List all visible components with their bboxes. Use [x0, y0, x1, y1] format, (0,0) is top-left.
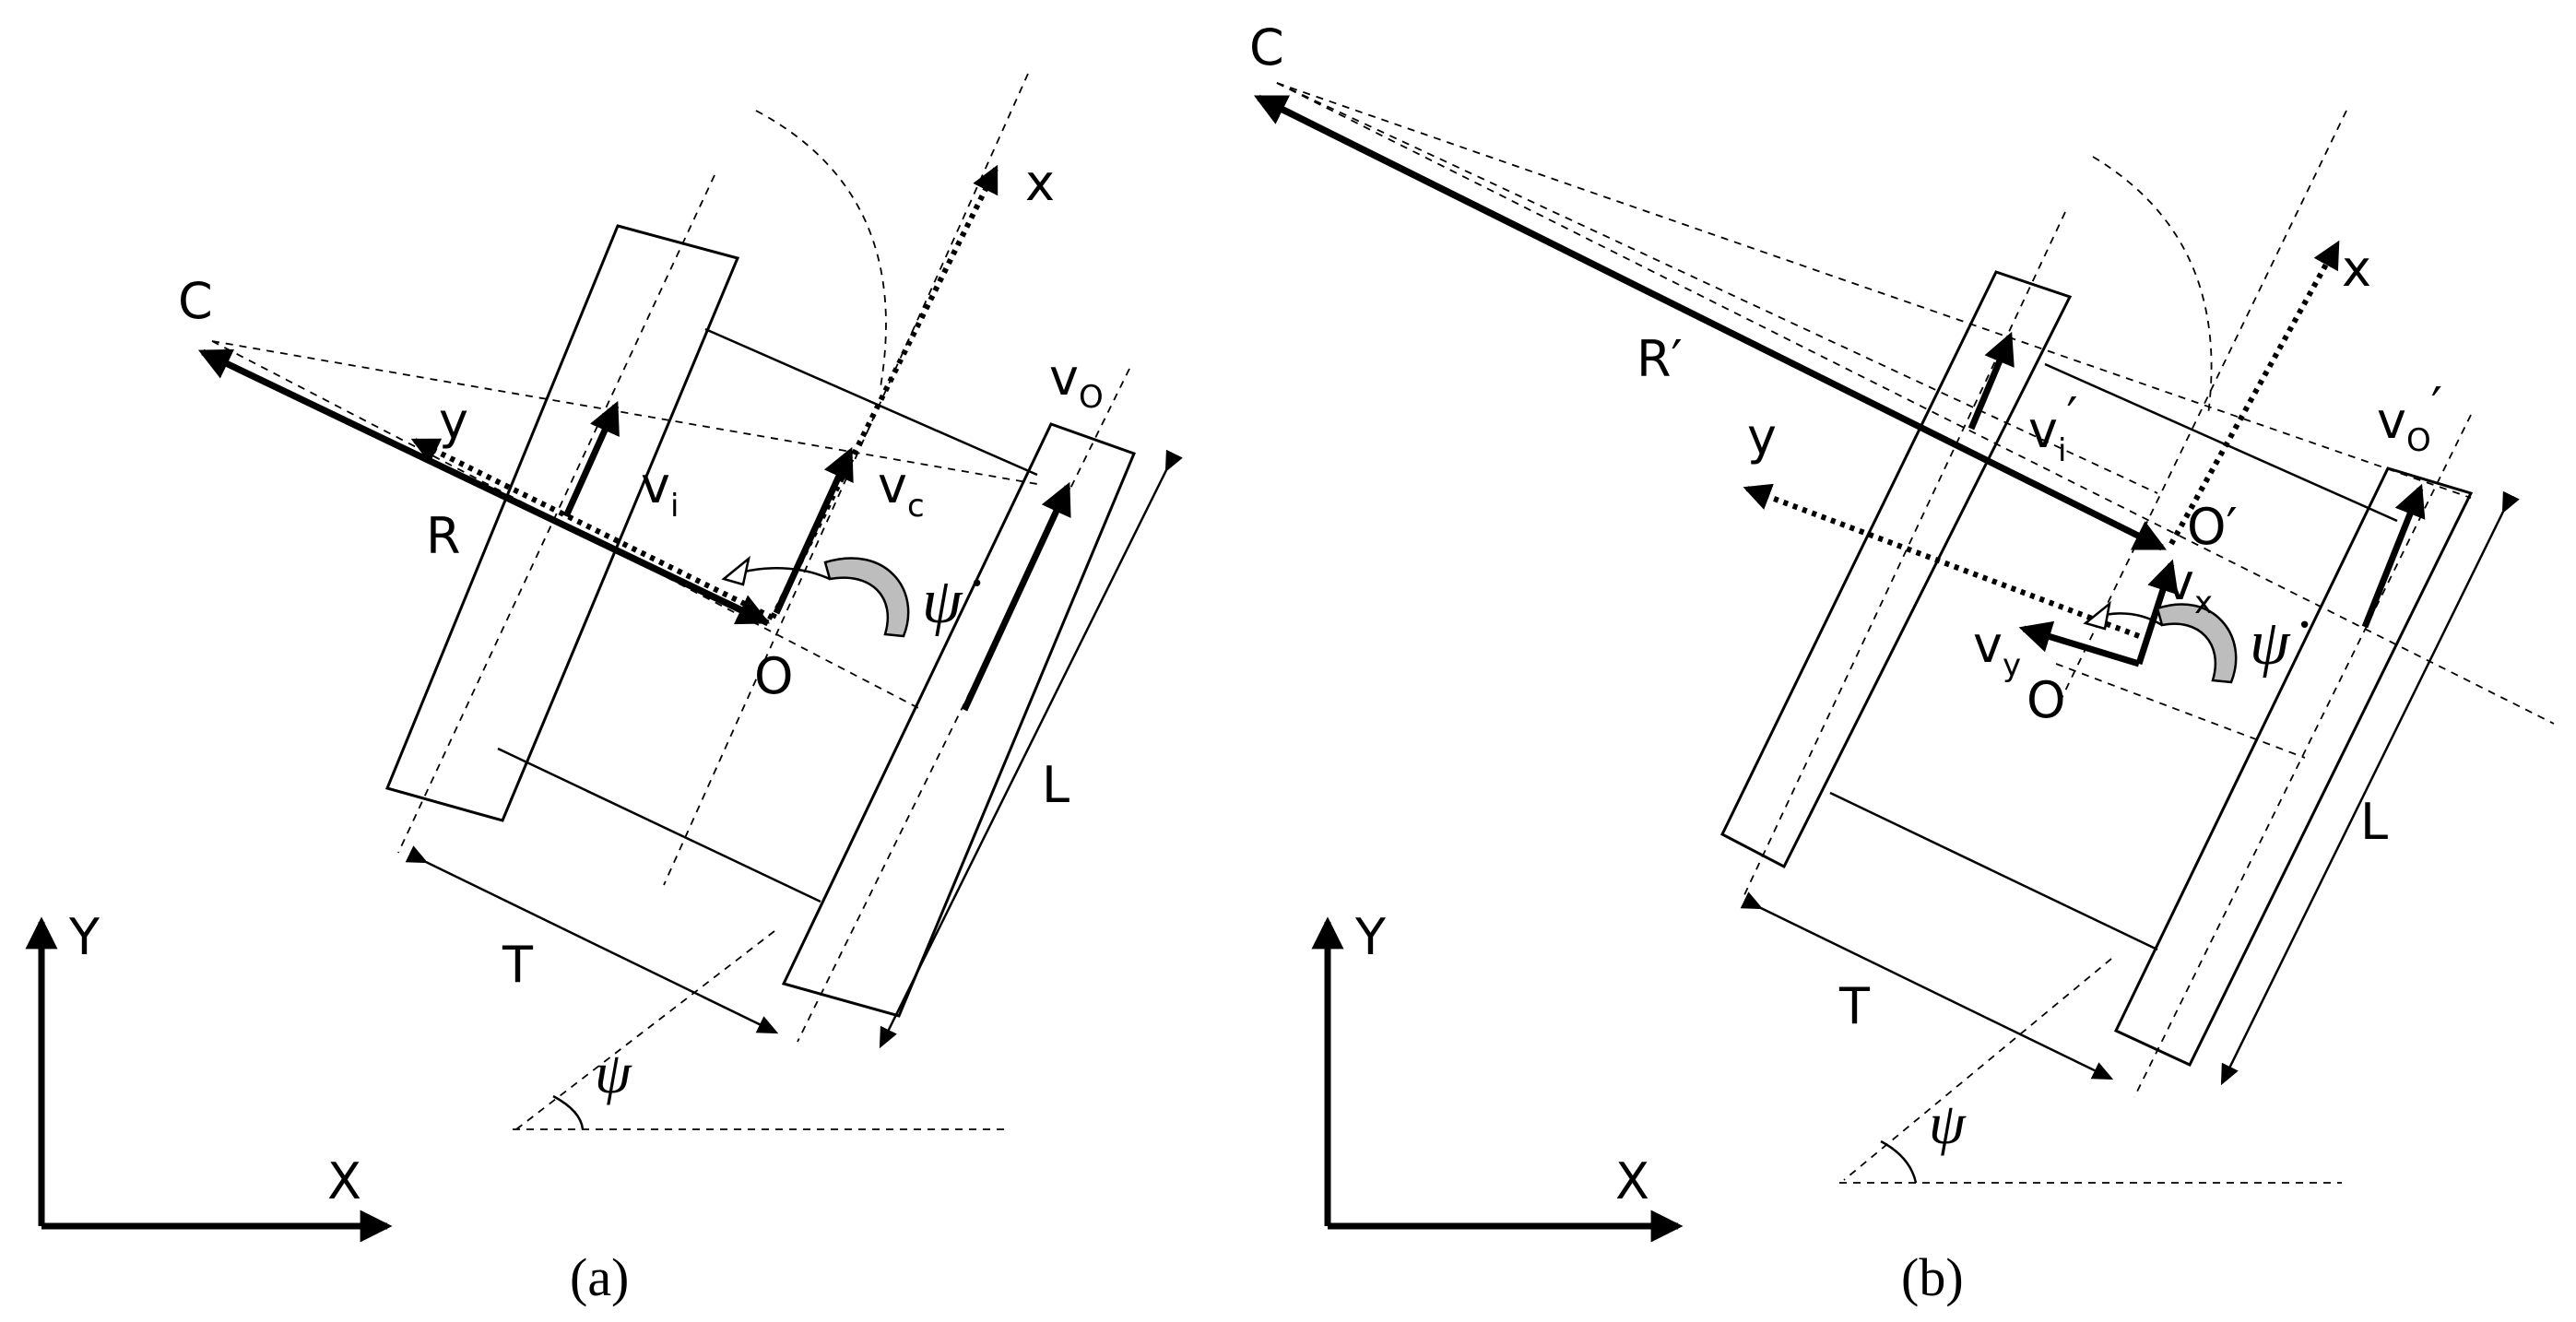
world-x-label: X — [327, 1152, 361, 1210]
body-velocity-y-arrow — [2018, 620, 2141, 667]
dimension-L — [879, 449, 1183, 1049]
label-y: y — [439, 392, 468, 450]
caption-b: (b) — [1901, 1247, 1964, 1307]
label-v-o: vO — [1049, 348, 1104, 416]
psi-angle-arc — [552, 1094, 585, 1130]
body-rear-edge — [497, 747, 821, 903]
label-T: T — [1838, 977, 1871, 1035]
dimension-T — [1740, 891, 2114, 1080]
center-velocity-arrow — [773, 446, 854, 615]
radius-vector-R-head — [201, 348, 771, 625]
body-x-axis — [2168, 240, 2340, 546]
label-psi: ψ — [1929, 1091, 1967, 1156]
label-O: O — [754, 647, 794, 705]
label-v-c: vc — [878, 456, 925, 525]
panel-a: Y X — [25, 73, 1183, 1307]
label-x: x — [1025, 154, 1055, 212]
radius-vector-R-prime-head — [1253, 94, 2164, 551]
yaw-rate-arrow — [721, 555, 910, 638]
label-C: C — [1249, 18, 1284, 77]
inner-track-velocity-arrow — [1967, 331, 2015, 431]
label-y: y — [1747, 407, 1777, 466]
dimension-T — [405, 845, 779, 1034]
body-velocity-x-arrow — [2135, 559, 2179, 666]
inner-track-velocity-arrow — [562, 400, 620, 518]
label-R: R — [426, 507, 461, 565]
label-C: C — [178, 272, 213, 330]
label-v-o-prime: vO′ — [2377, 377, 2442, 459]
body-front-edge — [704, 327, 1038, 477]
body-y-axis — [1743, 483, 2141, 639]
yaw-rate-arrow — [2083, 600, 2238, 684]
world-y-label: Y — [68, 908, 100, 966]
label-psi: ψ — [595, 1040, 632, 1105]
panel-b: Y X — [1249, 18, 2555, 1307]
label-T: T — [502, 936, 534, 994]
label-v-y: vy — [1973, 616, 2021, 684]
label-v-x: vx — [2165, 553, 2213, 621]
label-L: L — [1042, 756, 1069, 814]
label-L: L — [2360, 793, 2388, 851]
right-track — [781, 422, 1136, 1018]
label-v-i: vi — [641, 456, 679, 525]
world-y-label: Y — [1354, 908, 1387, 966]
label-x: x — [2342, 240, 2371, 298]
dimension-L — [2220, 490, 2520, 1086]
body-rear-edge — [1829, 791, 2158, 951]
label-O: O — [2027, 671, 2066, 729]
world-x-label: X — [1615, 1152, 1649, 1210]
world-axes-a: Y X — [25, 908, 393, 1243]
left-track — [1720, 270, 2073, 869]
label-v-i-prime: vi′ — [2028, 387, 2078, 469]
caption-a: (a) — [570, 1247, 629, 1307]
label-R-prime: R′ — [1637, 330, 1683, 388]
label-O-prime: O′ — [2187, 498, 2238, 556]
world-axes-b: Y X — [1311, 908, 1684, 1243]
psi-angle-arc — [1880, 1139, 1918, 1184]
